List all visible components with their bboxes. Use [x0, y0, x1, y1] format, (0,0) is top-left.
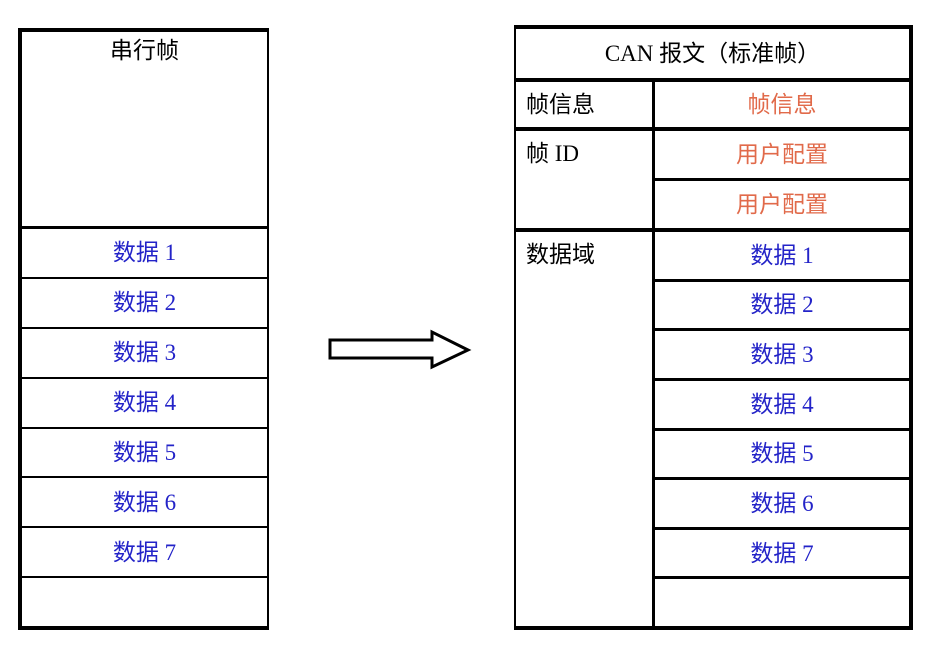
can-data-empty-row	[655, 576, 909, 626]
serial-data-label: 数据 5	[112, 439, 177, 465]
serial-frame-table: 串行帧 数据 1 数据 2 数据 3 数据 4 数据 5 数据 6 数据 7	[18, 28, 269, 630]
can-data-label: 数据 7	[750, 540, 814, 566]
section-frame-id: 帧 ID 用户配置 用户配置	[516, 127, 909, 228]
serial-frame-row: 数据 1	[22, 229, 267, 277]
frame-info-label: 帧信息	[526, 92, 595, 117]
serial-frame-row: 数据 6	[22, 476, 267, 526]
frame-id-value-row: 用户配置	[655, 178, 909, 228]
serial-frame-rows: 数据 1 数据 2 数据 3 数据 4 数据 5 数据 6 数据 7	[22, 229, 267, 626]
can-data-label: 数据 3	[750, 342, 814, 368]
serial-frame-row: 数据 4	[22, 376, 267, 427]
right-arrow-icon	[328, 329, 472, 370]
serial-data-label: 数据 6	[112, 489, 177, 515]
can-data-row: 数据 2	[655, 278, 909, 329]
frame-info-value-row: 帧信息	[655, 82, 909, 127]
can-data-label: 数据 4	[750, 391, 814, 417]
serial-data-label: 数据 1	[112, 240, 177, 266]
section-data-field: 数据域 数据 1 数据 2 数据 3 数据 4 数据 5 数据 6 数据 7	[516, 228, 909, 626]
serial-frame-row: 数据 5	[22, 426, 267, 477]
data-field-label: 数据域	[526, 242, 595, 267]
can-data-label: 数据 1	[750, 242, 814, 268]
serial-data-label: 数据 7	[112, 539, 177, 565]
can-data-row: 数据 6	[655, 477, 909, 527]
can-message-table: CAN 报文（标准帧） 帧信息 帧信息 帧 ID 用户配置 用户配置	[514, 25, 913, 630]
can-data-row: 数据 5	[655, 427, 909, 478]
can-message-title: CAN 报文（标准帧）	[604, 41, 821, 66]
serial-frame-title: 串行帧	[110, 38, 179, 63]
frame-id-value-row: 用户配置	[655, 131, 909, 178]
can-message-body: 帧信息 帧信息 帧 ID 用户配置 用户配置 数据域	[516, 82, 909, 626]
serial-frame-empty-row	[22, 576, 267, 626]
serial-frame-row: 数据 7	[22, 526, 267, 576]
mapping-arrow	[320, 325, 480, 375]
user-config-value: 用户配置	[736, 192, 828, 217]
can-data-label: 数据 2	[750, 292, 814, 318]
can-data-label: 数据 6	[750, 490, 814, 516]
frame-id-label: 帧 ID	[526, 141, 580, 166]
user-config-value: 用户配置	[736, 142, 828, 167]
serial-data-label: 数据 3	[112, 340, 177, 366]
serial-data-label: 数据 2	[112, 290, 177, 316]
section-frame-info: 帧信息 帧信息	[516, 82, 909, 127]
can-data-row: 数据 1	[655, 232, 909, 279]
serial-frame-row: 数据 3	[22, 326, 267, 377]
serial-frame-row: 数据 2	[22, 276, 267, 327]
can-data-row: 数据 4	[655, 377, 909, 428]
can-data-row: 数据 7	[655, 526, 909, 577]
can-data-label: 数据 5	[750, 441, 814, 467]
can-data-row: 数据 3	[655, 328, 909, 378]
frame-info-value: 帧信息	[747, 92, 817, 117]
serial-data-label: 数据 4	[112, 390, 177, 416]
